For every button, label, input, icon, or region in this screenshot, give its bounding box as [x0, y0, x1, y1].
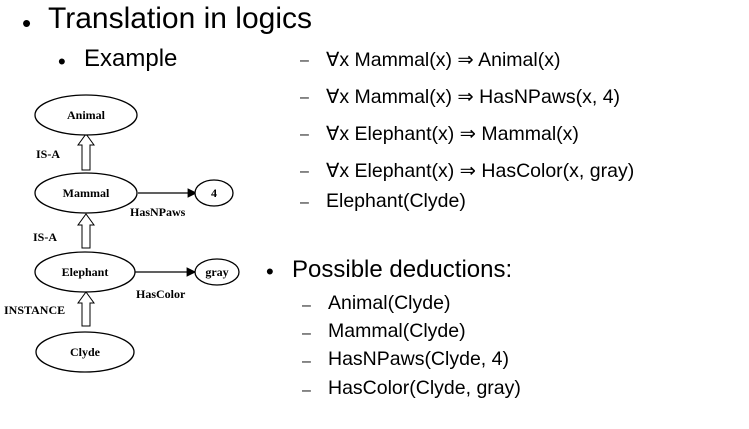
- dash-marker: –: [300, 194, 309, 211]
- deduction-item: HasNPaws(Clyde, 4): [328, 348, 509, 370]
- node-gray: [194, 258, 240, 286]
- node-four-label: 4: [211, 186, 217, 200]
- sub-bullet: •: [58, 49, 66, 74]
- edge-hascolor-label: HasColor: [136, 287, 186, 301]
- node-four: [194, 179, 234, 207]
- node-animal-label: Animal: [67, 108, 106, 122]
- isa-arrow-lower: [77, 213, 95, 249]
- node-clyde: [35, 331, 135, 373]
- deduction-item: Animal(Clyde): [328, 292, 451, 314]
- node-mammal-label: Mammal: [63, 186, 110, 200]
- formula-item: ∀x Elephant(x) ⇒ Mammal(x): [326, 123, 579, 145]
- deductions-heading: Possible deductions:: [292, 256, 513, 283]
- instance-arrow: [77, 291, 95, 327]
- dash-marker: –: [302, 297, 311, 314]
- dash-marker: –: [300, 52, 309, 69]
- deduction-item: HasColor(Clyde, gray): [328, 377, 521, 399]
- edge-isa-label: IS-A: [33, 230, 57, 244]
- formula-item: ∀x Mammal(x) ⇒ HasNPaws(x, 4): [326, 86, 621, 108]
- dash-marker: –: [302, 353, 311, 370]
- formula-item: Elephant(Clyde): [326, 190, 466, 212]
- dash-marker: –: [300, 126, 309, 143]
- node-mammal: [34, 172, 138, 214]
- formula-item: ∀x Elephant(x) ⇒ HasColor(x, gray): [326, 160, 635, 182]
- isa-arrow-upper: [77, 133, 95, 171]
- example-label: Example: [84, 45, 178, 72]
- node-animal: [34, 94, 138, 136]
- edge-instance-label: INSTANCE: [4, 303, 65, 317]
- node-elephant: [34, 251, 136, 293]
- title-bullet: •: [22, 8, 32, 38]
- node-gray-label: gray: [205, 265, 228, 279]
- dash-marker: –: [302, 382, 311, 399]
- slide-title: Translation in logics: [48, 2, 313, 35]
- edge-hasnpaws-label: HasNPaws: [130, 205, 186, 219]
- formula-item: ∀x Mammal(x) ⇒ Animal(x): [326, 49, 561, 71]
- dash-marker: –: [300, 163, 309, 180]
- deduction-item: Mammal(Clyde): [328, 320, 466, 342]
- node-clyde-label: Clyde: [70, 345, 101, 359]
- node-elephant-label: Elephant: [62, 265, 109, 279]
- edge-isa-label: IS-A: [36, 147, 60, 161]
- deductions-bullet: •: [266, 259, 274, 284]
- dash-marker: –: [302, 325, 311, 342]
- dash-marker: –: [300, 89, 309, 106]
